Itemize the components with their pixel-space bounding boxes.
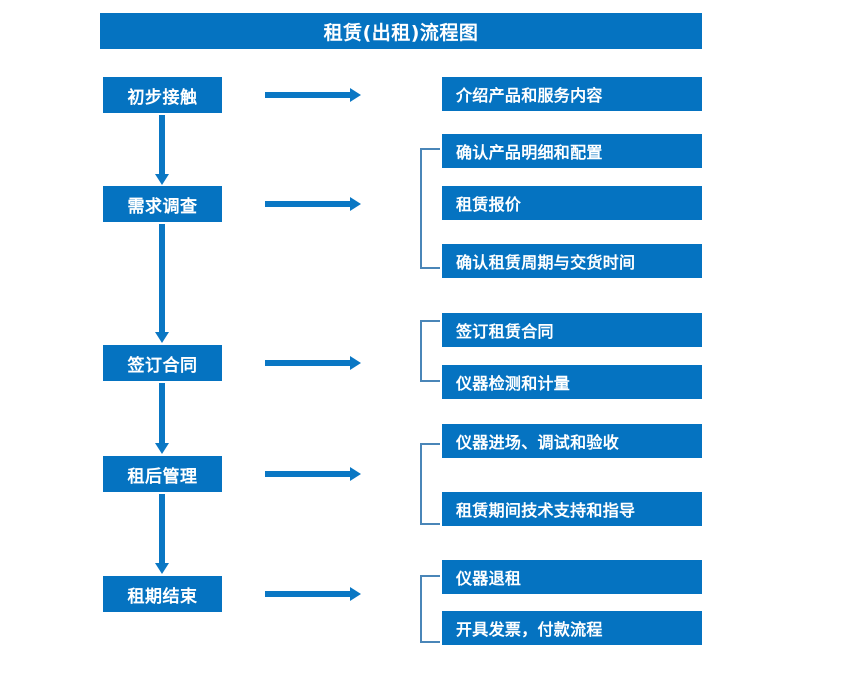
horizontal-arrow-1 — [265, 88, 361, 102]
detail-box-7[interactable]: 仪器进场、调试和验收 — [442, 424, 702, 458]
vertical-arrow-4 — [155, 494, 169, 574]
vertical-arrow-3 — [155, 383, 169, 454]
stage-box-3[interactable]: 签订合同 — [103, 345, 222, 381]
horizontal-arrow-3 — [265, 356, 361, 370]
horizontal-arrow-4 — [265, 467, 361, 481]
detail-box-9[interactable]: 仪器退租 — [442, 560, 702, 594]
stage-box-4[interactable]: 租后管理 — [103, 456, 222, 492]
detail-box-2[interactable]: 确认产品明细和配置 — [442, 134, 702, 168]
vertical-arrow-1 — [155, 115, 169, 185]
stage-box-5[interactable]: 租期结束 — [103, 576, 222, 612]
group-bracket-3 — [420, 443, 440, 525]
chart-title-bar: 租赁(出租)流程图 — [100, 13, 702, 49]
group-bracket-1 — [420, 148, 440, 269]
detail-box-3[interactable]: 租赁报价 — [442, 186, 702, 220]
detail-box-6[interactable]: 仪器检测和计量 — [442, 365, 702, 399]
horizontal-arrow-2 — [265, 197, 361, 211]
vertical-arrow-2 — [155, 224, 169, 343]
detail-box-1[interactable]: 介绍产品和服务内容 — [442, 77, 702, 111]
horizontal-arrow-5 — [265, 587, 361, 601]
detail-box-10[interactable]: 开具发票，付款流程 — [442, 611, 702, 645]
detail-box-5[interactable]: 签订租赁合同 — [442, 313, 702, 347]
stage-box-2[interactable]: 需求调查 — [103, 186, 222, 222]
detail-box-4[interactable]: 确认租赁周期与交货时间 — [442, 244, 702, 278]
stage-box-1[interactable]: 初步接触 — [103, 77, 222, 113]
detail-box-8[interactable]: 租赁期间技术支持和指导 — [442, 492, 702, 526]
group-bracket-2 — [420, 320, 440, 382]
group-bracket-4 — [420, 575, 440, 643]
